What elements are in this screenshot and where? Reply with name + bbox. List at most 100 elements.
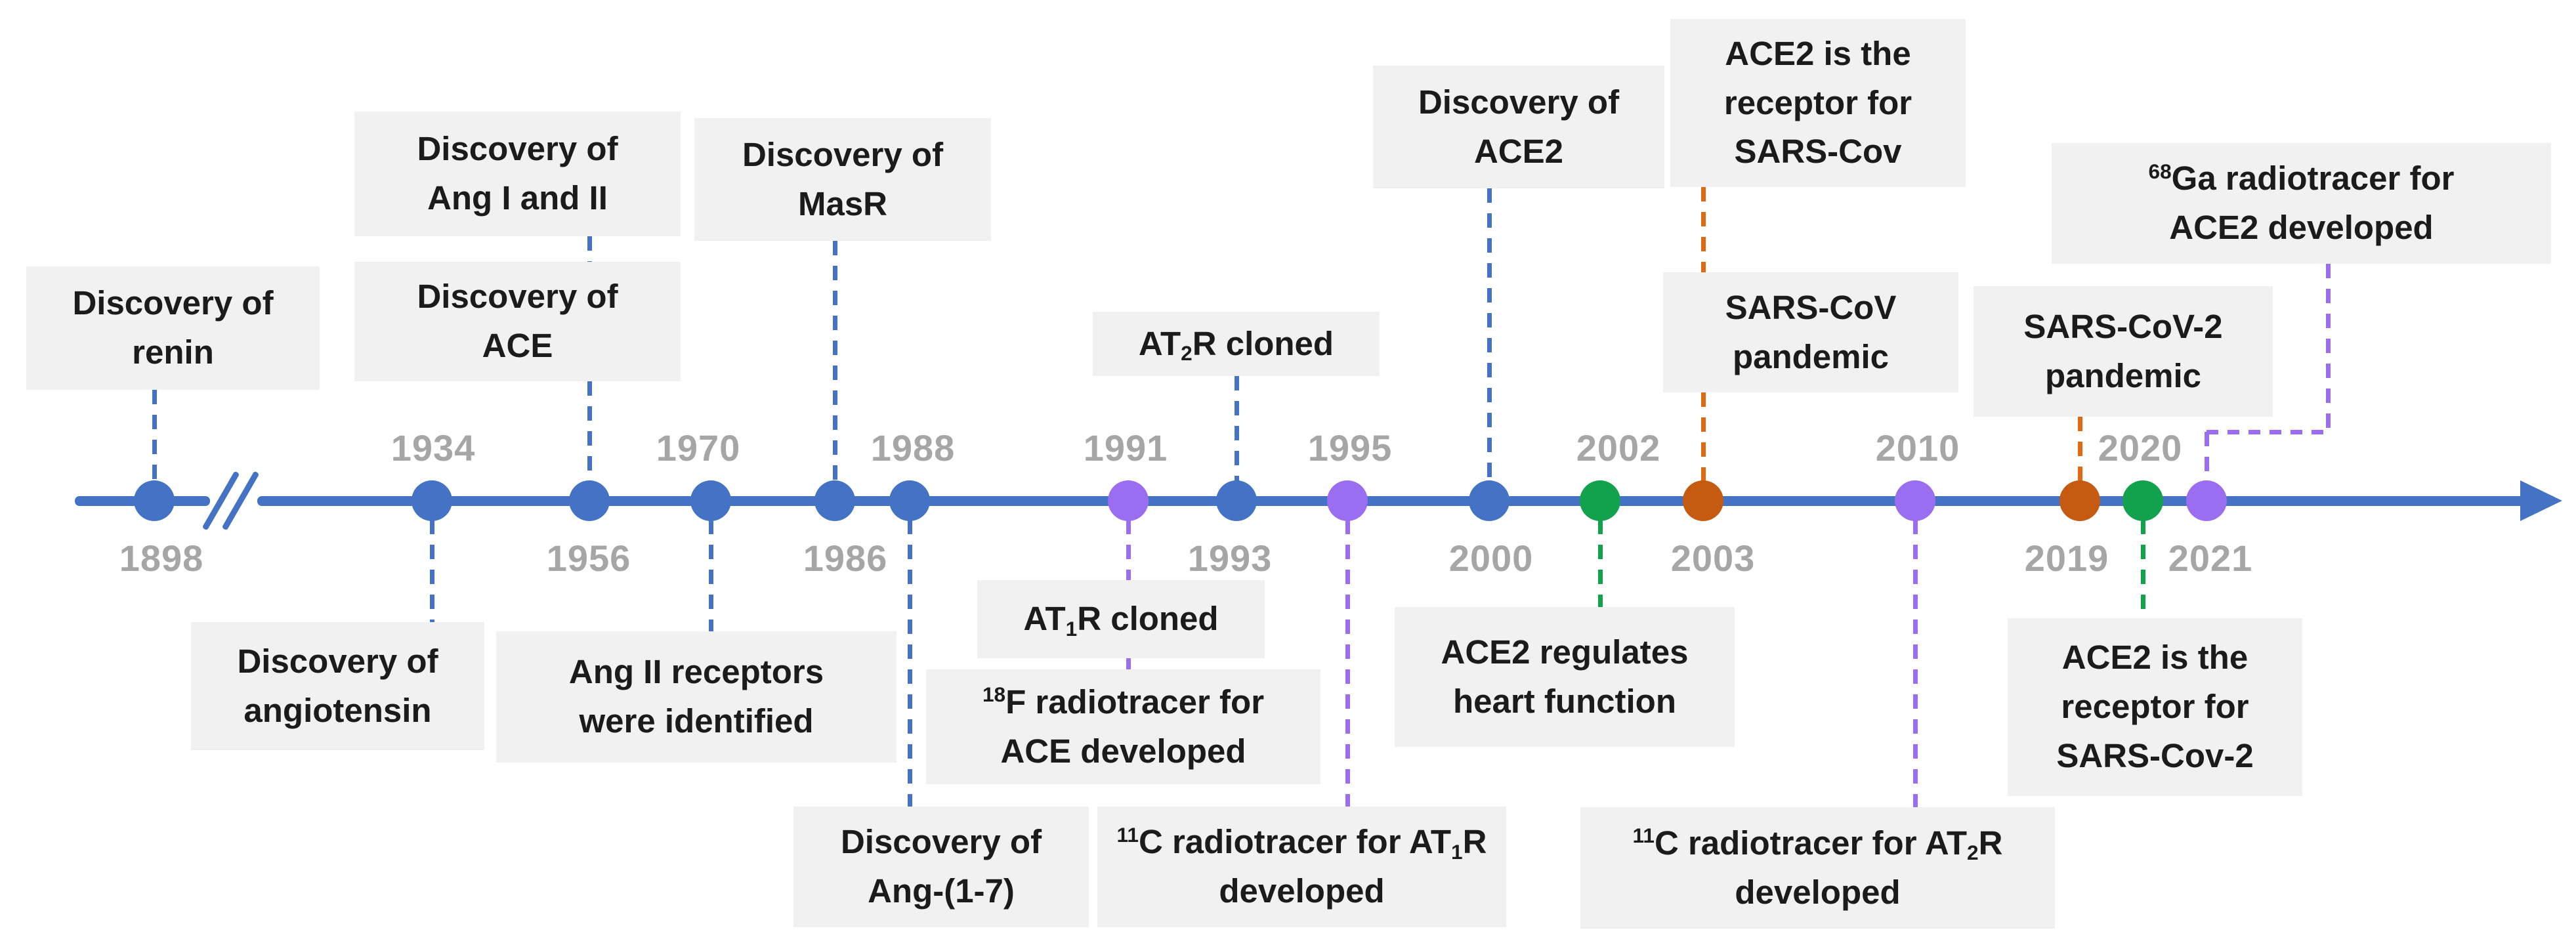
year-label-2021: 2021 — [2168, 537, 2253, 579]
connector-2021-0 — [2204, 432, 2209, 482]
discovery-of-masr-label: Discovery of MasR — [694, 118, 991, 241]
label-text-line: MasR — [797, 184, 888, 222]
discovery-of-renin-label: Discovery of renin — [26, 266, 320, 390]
label-text-line: ACE2 is the — [2061, 639, 2249, 677]
label-text-line: receptor for — [2061, 688, 2249, 726]
year-label-1988: 1988 — [870, 427, 956, 469]
event-dot-2010 — [1895, 480, 1935, 521]
connector-2020-0 — [2140, 520, 2145, 618]
connector-1934-0 — [429, 520, 434, 622]
label-text-line: SARS-Cov — [1734, 133, 1902, 171]
year-label-1898: 1898 — [119, 537, 204, 579]
label-text-line: ACE2 — [1473, 132, 1564, 170]
label-text-line: Discovery of — [1418, 83, 1620, 121]
label-text-line: ACE2 developed — [2169, 209, 2434, 246]
connector-1898-0 — [152, 390, 157, 482]
discovery-of-ace2-label: Discovery of ACE2 — [1373, 66, 1664, 188]
event-dot-2020 — [2122, 480, 2163, 521]
connector-2010-0 — [1912, 520, 1918, 807]
event-dot-2002 — [1580, 480, 1620, 521]
label-text-line: 18F radiotracer for — [982, 682, 1265, 721]
label-text-line: ACE — [482, 327, 553, 364]
connector-2003-1 — [1700, 392, 1706, 482]
event-dot-2000 — [1469, 480, 1510, 521]
timeline-arrowhead-icon — [2520, 480, 2562, 521]
label-text-line: Discovery of — [237, 642, 438, 680]
year-label-1934: 1934 — [391, 427, 476, 469]
connector-2000-0 — [1487, 188, 1492, 482]
connector-1995-0 — [1345, 520, 1350, 807]
connector-1970-0 — [708, 520, 713, 631]
connector-1988-0 — [907, 520, 912, 807]
year-label-2000: 2000 — [1448, 537, 1534, 579]
label-text-line: ACE developed — [1000, 732, 1246, 770]
ang-ii-receptors-identified-label: Ang II receptors were identified — [496, 631, 897, 763]
year-label-1956: 1956 — [546, 537, 631, 579]
label-text-line: renin — [132, 333, 214, 371]
year-label-1993: 1993 — [1187, 537, 1273, 579]
connector-2019-0 — [2077, 417, 2082, 482]
connector-1986-0 — [832, 241, 837, 482]
label-text-line: SARS-Cov-2 — [2056, 736, 2254, 774]
axis-break-slash-icon — [221, 471, 260, 531]
label-text-line: angiotensin — [243, 691, 432, 729]
year-label-2002: 2002 — [1576, 427, 1661, 469]
event-dot-1986 — [814, 480, 855, 521]
ace2-regulates-heart-function-label: ACE2 regulates heart function — [1395, 607, 1735, 747]
sars-cov-pandemic-label: SARS-CoV pandemic — [1663, 272, 1958, 392]
year-label-1986: 1986 — [803, 537, 888, 579]
event-dot-1934 — [412, 480, 452, 521]
year-label-1991: 1991 — [1083, 427, 1168, 469]
label-text-line: heart function — [1453, 682, 1676, 720]
event-dot-1956 — [569, 480, 610, 521]
year-label-2020: 2020 — [2098, 427, 2183, 469]
label-text-line: pandemic — [2044, 356, 2202, 394]
event-dot-1993 — [1216, 480, 1257, 521]
label-text-line: SARS-CoV — [1725, 288, 1897, 326]
connector-2021-2 — [2325, 264, 2331, 432]
year-label-2010: 2010 — [1875, 427, 1960, 469]
at1r-cloned-label: AT1R cloned — [977, 580, 1265, 658]
label-text-line: Discovery of — [840, 823, 1042, 861]
label-text-line: developed — [1735, 873, 1901, 911]
label-text-line: 11C radiotracer for AT1R — [1116, 822, 1487, 864]
discovery-of-ang-1-7-label: Discovery of Ang-(1-7) — [793, 807, 1089, 927]
label-text-line: Discovery of — [742, 135, 944, 173]
connector-1993-0 — [1234, 376, 1239, 482]
label-text-line: ACE2 regulates — [1441, 633, 1689, 671]
label-text-line: Ang-(1-7) — [868, 872, 1015, 910]
label-text-line: SARS-CoV-2 — [2023, 307, 2223, 345]
discovery-of-angiotensin-label: Discovery of angiotensin — [191, 622, 484, 750]
event-dot-1995 — [1327, 480, 1368, 521]
label-text-line: AT1R cloned — [1023, 600, 1219, 640]
connector-2002-0 — [1597, 520, 1603, 607]
connector-1956-0 — [587, 236, 592, 262]
event-dot-1991 — [1108, 480, 1149, 521]
event-dot-2019 — [2059, 480, 2100, 521]
year-label-1995: 1995 — [1307, 427, 1393, 469]
label-text-line: receptor for — [1723, 83, 1912, 121]
connector-2003-0 — [1700, 187, 1706, 272]
year-label-1970: 1970 — [656, 427, 741, 469]
connector-1991-1 — [1126, 658, 1131, 669]
event-dot-2021 — [2186, 480, 2227, 521]
label-text-line: Ang I and II — [427, 179, 608, 217]
event-dot-1970 — [690, 480, 731, 521]
label-text-line: Discovery of — [72, 284, 274, 322]
connector-1991-0 — [1126, 520, 1131, 580]
label-text-line: Ang II receptors — [568, 653, 824, 691]
event-dot-1898 — [134, 480, 175, 521]
connector-1956-1 — [587, 381, 592, 482]
label-text-line: were identified — [579, 702, 814, 740]
label-text-line: AT2R cloned — [1138, 324, 1334, 366]
year-label-2019: 2019 — [2024, 537, 2109, 579]
label-text-line: pandemic — [1732, 337, 1890, 375]
